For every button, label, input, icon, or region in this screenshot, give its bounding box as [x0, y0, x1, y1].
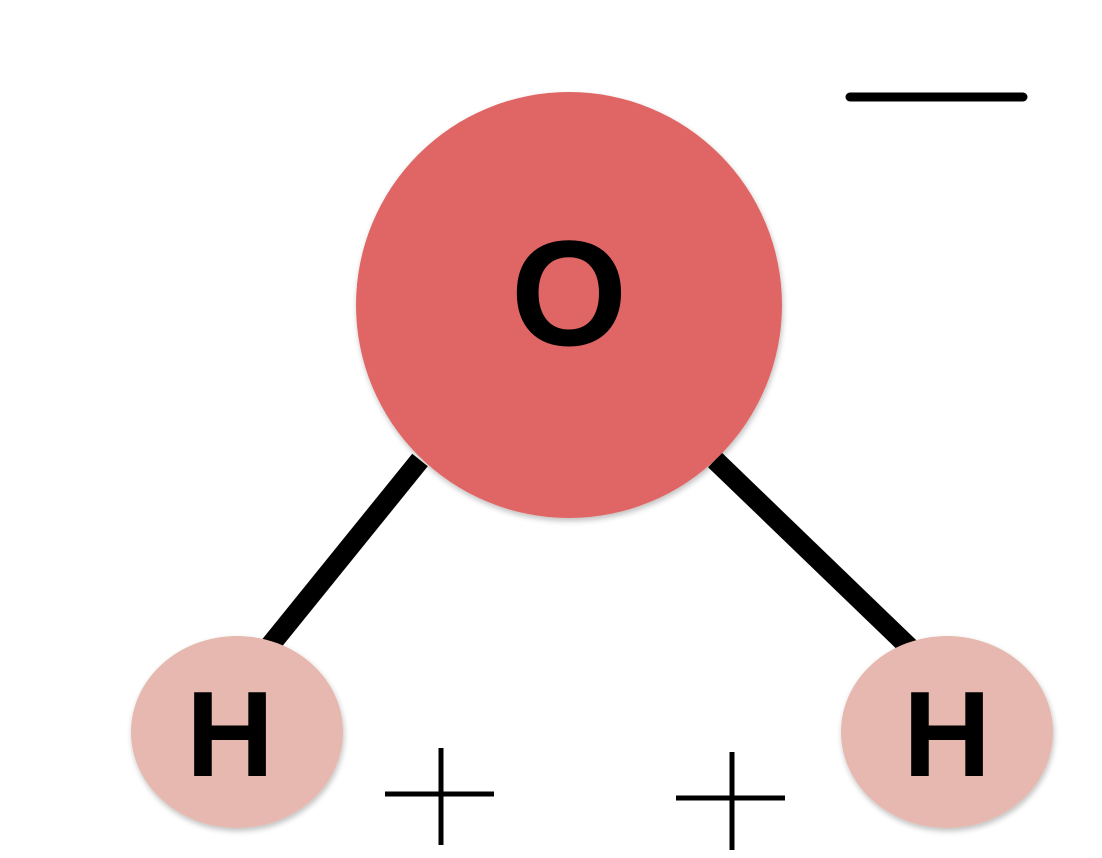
- hydrogen-right-label: H: [903, 666, 991, 802]
- hydrogen-atom-left: H: [131, 636, 343, 828]
- hydrogen-left-label: H: [186, 666, 274, 802]
- hydrogen-left-ellipse: [131, 636, 343, 828]
- oxygen-label: O: [511, 209, 628, 377]
- bond-right: [708, 452, 917, 656]
- positive-charge-sign-left: [385, 748, 494, 845]
- hydrogen-atom-right: H: [841, 636, 1053, 828]
- oxygen-atom: O: [356, 92, 782, 518]
- bond-left: [260, 453, 428, 655]
- oxygen-circle: [356, 92, 782, 518]
- hydrogen-right-ellipse: [841, 636, 1053, 828]
- positive-charge-sign-right: [676, 752, 785, 850]
